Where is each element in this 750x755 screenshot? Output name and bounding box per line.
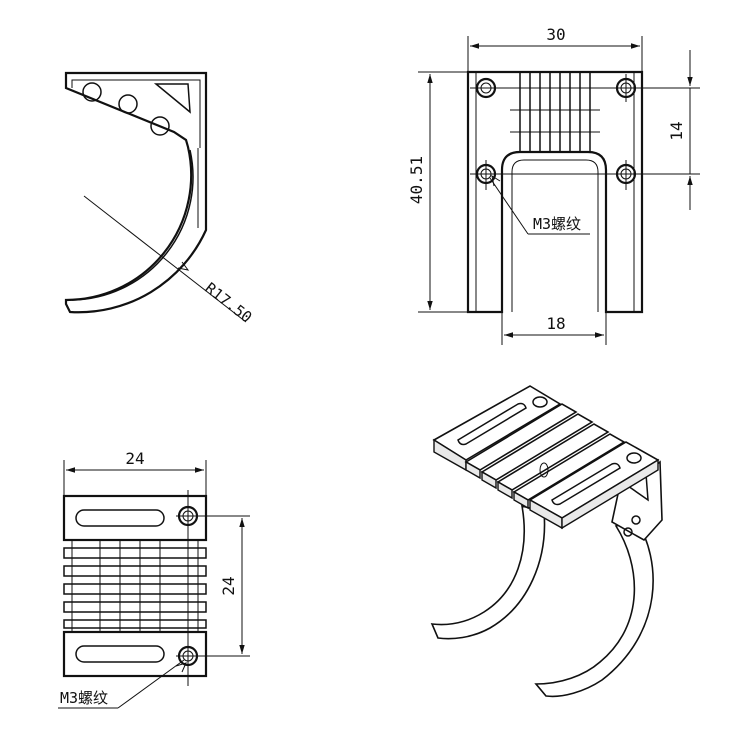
radius-leader [83, 195, 247, 323]
front-fins [510, 71, 600, 153]
dim-height-label: 40.51 [407, 156, 426, 204]
iso-arm-back [534, 519, 654, 698]
front-body [466, 70, 644, 314]
thread-label: M3螺纹 [533, 215, 581, 233]
top-dim-spacing-label: 24 [219, 576, 238, 595]
iso-hole-upper [532, 396, 548, 408]
dim-opening-label: 18 [546, 314, 565, 333]
side-view: R17.50 [64, 71, 256, 327]
iso-arm-front [430, 504, 546, 640]
iso-slot-upper [457, 402, 527, 446]
dim-hole-spacing-label: 14 [667, 121, 686, 140]
top-slot-lower [75, 645, 165, 663]
top-fins [63, 540, 207, 632]
thread-leader [489, 177, 529, 235]
top-plate-lower [62, 630, 208, 678]
side-triangle-cutout [153, 83, 191, 114]
side-hole-2 [118, 94, 138, 114]
isometric-view [430, 385, 663, 698]
top-plate-upper [62, 494, 208, 542]
front-view: 30 40.51 14 18 M3螺纹 [407, 25, 700, 345]
dim-width-label: 30 [546, 25, 565, 44]
iso-hole-lower [626, 452, 642, 464]
top-thread-leader [117, 659, 185, 709]
side-hole-1 [82, 82, 102, 102]
top-thread-label: M3螺纹 [60, 689, 108, 707]
top-dim-width-label: 24 [125, 449, 144, 468]
iso-slot-lower [551, 462, 621, 506]
iso-fins [464, 403, 626, 510]
top-view: 24 24 M3螺纹 [58, 449, 250, 709]
top-slot-upper [75, 509, 165, 527]
side-hole-3 [150, 116, 170, 136]
radius-label: R17.50 [202, 279, 256, 327]
